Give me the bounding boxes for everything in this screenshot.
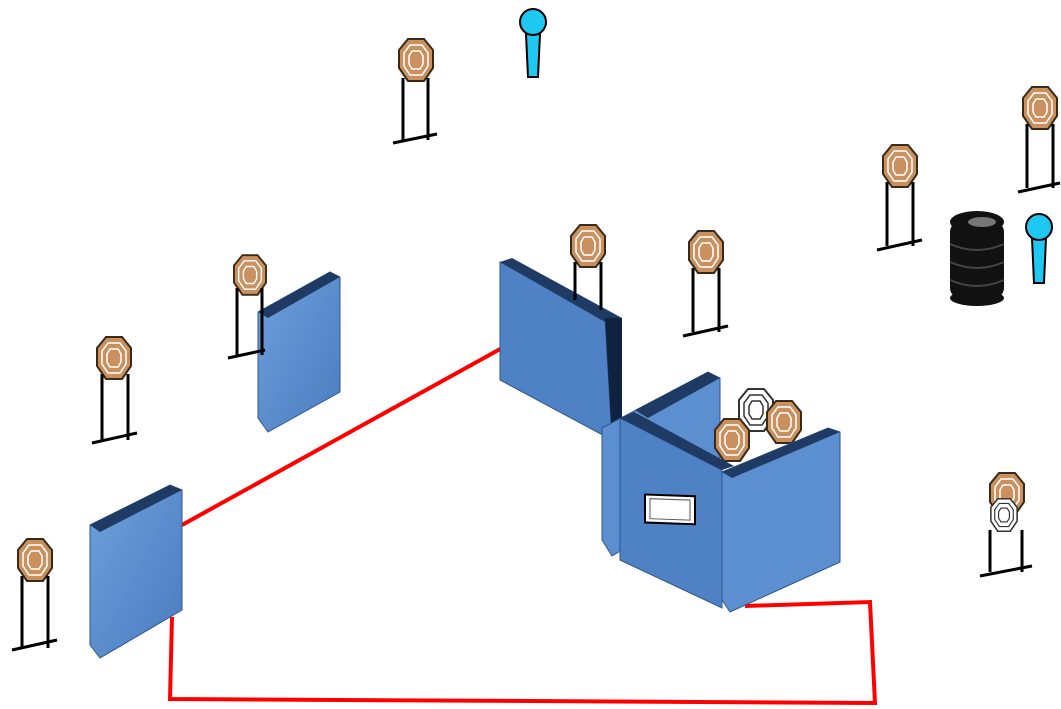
- fault-line-lower: [167, 599, 878, 706]
- paper-target-6: [682, 230, 729, 338]
- popper-icon: [1025, 213, 1053, 284]
- paper-target-icon: [766, 400, 802, 444]
- paper-target-5: [570, 224, 606, 310]
- no-shoot-target-icon: [989, 498, 1019, 532]
- wall-center: [499, 258, 622, 441]
- barrel-stack-icon: [949, 211, 1005, 306]
- paper-target-2: [227, 254, 267, 360]
- wall-box-front-left: [619, 412, 734, 609]
- port-window-icon: [644, 493, 696, 526]
- paper-target-1: [392, 38, 438, 145]
- fault-line-upper: [181, 346, 503, 527]
- wall-left-low: [89, 484, 183, 659]
- paper-target-3: [91, 336, 138, 445]
- paper-target-7: [876, 144, 923, 252]
- paper-target-8: [1017, 86, 1061, 194]
- paper-and-no-shoot-target: [979, 472, 1033, 578]
- paper-target-icon: [714, 418, 750, 462]
- paper-target-4: [11, 538, 58, 652]
- wall-box-front-right: [721, 427, 841, 613]
- wall-left-mid: [257, 271, 341, 433]
- fault-lines: [167, 346, 878, 706]
- popper-icon: [519, 8, 547, 78]
